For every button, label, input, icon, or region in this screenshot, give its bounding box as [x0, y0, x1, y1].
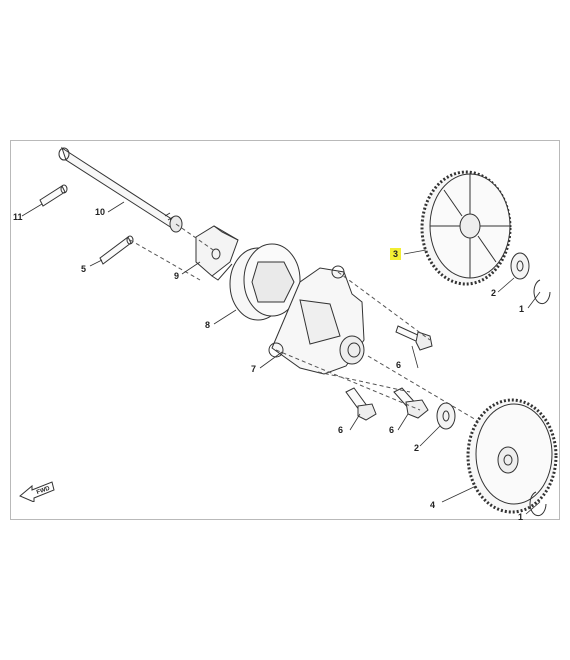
- washer-part-2-lower: [436, 402, 456, 430]
- callout-10: 10: [95, 207, 106, 217]
- circlip-part-1-upper: [533, 279, 551, 305]
- pump-housing-part-7: [268, 265, 365, 375]
- gear-part-4: [466, 398, 558, 514]
- washer-part-2-upper: [510, 252, 530, 280]
- diagram-frame: [10, 140, 560, 520]
- bolt-part-6-upper: [395, 325, 433, 351]
- callout-4: 4: [430, 500, 436, 510]
- pin-part-5: [99, 235, 134, 265]
- callout-6-lower-right: 6: [389, 425, 395, 435]
- callout-2-upper: 2: [491, 288, 497, 298]
- callout-6-upper: 6: [396, 360, 402, 370]
- callout-1-lower: 1: [518, 512, 524, 522]
- circlip-part-1-lower: [529, 491, 547, 517]
- outer-rotor-part-8: [229, 243, 301, 321]
- callout-2-lower: 2: [414, 443, 420, 453]
- pin-part-11: [39, 184, 68, 207]
- bolt-part-6-lower-right: [393, 387, 429, 419]
- callout-11: 11: [13, 212, 23, 222]
- callout-8: 8: [205, 320, 211, 330]
- shaft-part-10: [58, 146, 183, 233]
- fwd-arrow-icon: FWD: [19, 481, 55, 502]
- callout-7: 7: [251, 364, 257, 374]
- callout-9: 9: [174, 271, 180, 281]
- callout-5: 5: [81, 264, 87, 274]
- callout-6-lower-left: 6: [338, 425, 344, 435]
- inner-rotor-part-9: [195, 225, 239, 281]
- callout-1-upper: 1: [519, 304, 525, 314]
- gear-part-3: [420, 170, 512, 286]
- callout-3-highlighted: 3: [390, 248, 402, 260]
- fwd-label: FWD: [36, 486, 52, 497]
- bolt-part-6-lower-left: [345, 387, 377, 421]
